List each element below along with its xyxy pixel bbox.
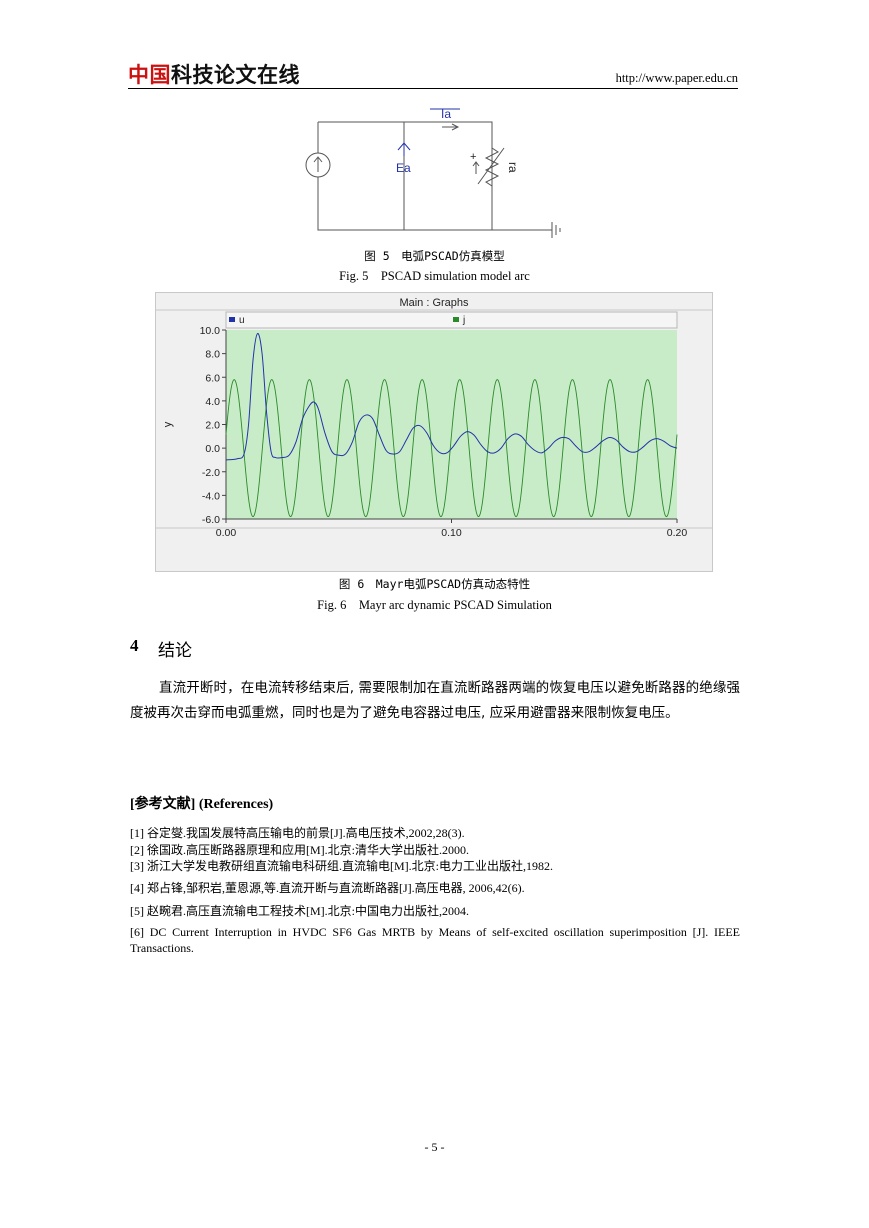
fig6-caption-cn: 图 6 Mayr电弧PSCAD仿真动态特性 — [338, 577, 531, 591]
y-tick-label: 8.0 — [205, 349, 220, 361]
references-heading: [参考文献] (References) — [130, 797, 274, 812]
chart-title: Main : Graphs — [399, 297, 469, 309]
resistor-label: ra — [506, 162, 520, 173]
current-label: Ia — [441, 107, 451, 121]
legend-swatch-u — [229, 317, 235, 322]
fig5-caption-en: Fig. 5 PSCAD simulation model arc — [339, 269, 530, 283]
reference-item: [5] 赵畹君.高压直流输电工程技术[M].北京:中国电力出版社,2004. — [130, 904, 469, 918]
reference-item: [1] 谷定燮.我国发展特高压输电的前景[J].高电压技术,2002,28(3)… — [130, 826, 465, 840]
conclusion-paragraph: 直流开断时，在电流转移结束后, 需要限制加在直流断路器两端的恢复电压以避免断路器… — [130, 680, 740, 721]
y-tick-label: 10.0 — [200, 325, 221, 337]
site-url[interactable]: http://www.paper.edu.cn — [615, 71, 738, 85]
legend-label-u: u — [239, 315, 245, 326]
y-tick-label: -4.0 — [202, 490, 220, 502]
legend-label-j: j — [462, 315, 465, 326]
plus-label: + — [470, 151, 476, 163]
current-arrow-icon — [430, 108, 460, 131]
logo-red-text: 中国 — [128, 63, 171, 87]
y-axis-label: y — [162, 421, 174, 427]
section-title: 结论 — [158, 641, 192, 661]
y-tick-label: -6.0 — [202, 514, 220, 526]
source-label: Ea — [396, 161, 411, 175]
y-tick-label: 2.0 — [205, 420, 220, 432]
y-tick-label: 4.0 — [205, 396, 220, 408]
legend-bar — [225, 311, 678, 329]
voltage-arrow-icon — [397, 142, 411, 156]
reference-item: [4] 郑占锋,邹积岩,董恩源,等.直流开断与直流断路器[J].高压电器, 20… — [130, 881, 525, 895]
series-line-u — [225, 333, 678, 461]
logo-black-text: 科技论文在线 — [171, 63, 300, 87]
section-number: 4 — [130, 636, 139, 655]
reference-item: [3] 浙江大学发电教研组直流输电科研组.直流输电[M].北京:电力工业出版社,… — [130, 859, 553, 873]
series-line-j — [225, 379, 678, 518]
fig6-caption-en: Fig. 6 Mayr arc dynamic PSCAD Simulation — [317, 598, 552, 612]
plot-area — [226, 330, 677, 519]
variable-resistor-icon — [472, 147, 505, 187]
page-number: - 5 - — [424, 1140, 445, 1154]
x-tick-label: 0.00 — [216, 527, 237, 539]
site-logo: 中国科技论文在线 — [128, 62, 300, 88]
y-tick-label: -2.0 — [202, 467, 220, 479]
mayr-arc-chart: Main : Graphs u j 10.0 8.0 6.0 4.0 2.0 0.0 -2.0 -4… — [155, 297, 713, 539]
x-tick-label: 0.10 — [441, 527, 462, 539]
y-tick-label: 0.0 — [205, 443, 220, 455]
ground-icon — [551, 222, 561, 238]
arc-circuit-diagram: Ia Ea + ra — [305, 107, 561, 238]
fig5-caption-cn: 图 5 电弧PSCAD仿真模型 — [364, 249, 505, 263]
y-tick-label: 6.0 — [205, 372, 220, 384]
reference-item: [2] 徐国政.高压断路器原理和应用[M].北京:清华大学出版社.2000. — [130, 843, 469, 857]
legend-swatch-j — [453, 317, 459, 322]
header-divider — [128, 88, 738, 89]
x-tick-label: 0.20 — [667, 527, 688, 539]
reference-item: [6] DC Current Interruption in HVDC SF6 … — [130, 925, 740, 955]
current-source-icon — [305, 152, 331, 178]
